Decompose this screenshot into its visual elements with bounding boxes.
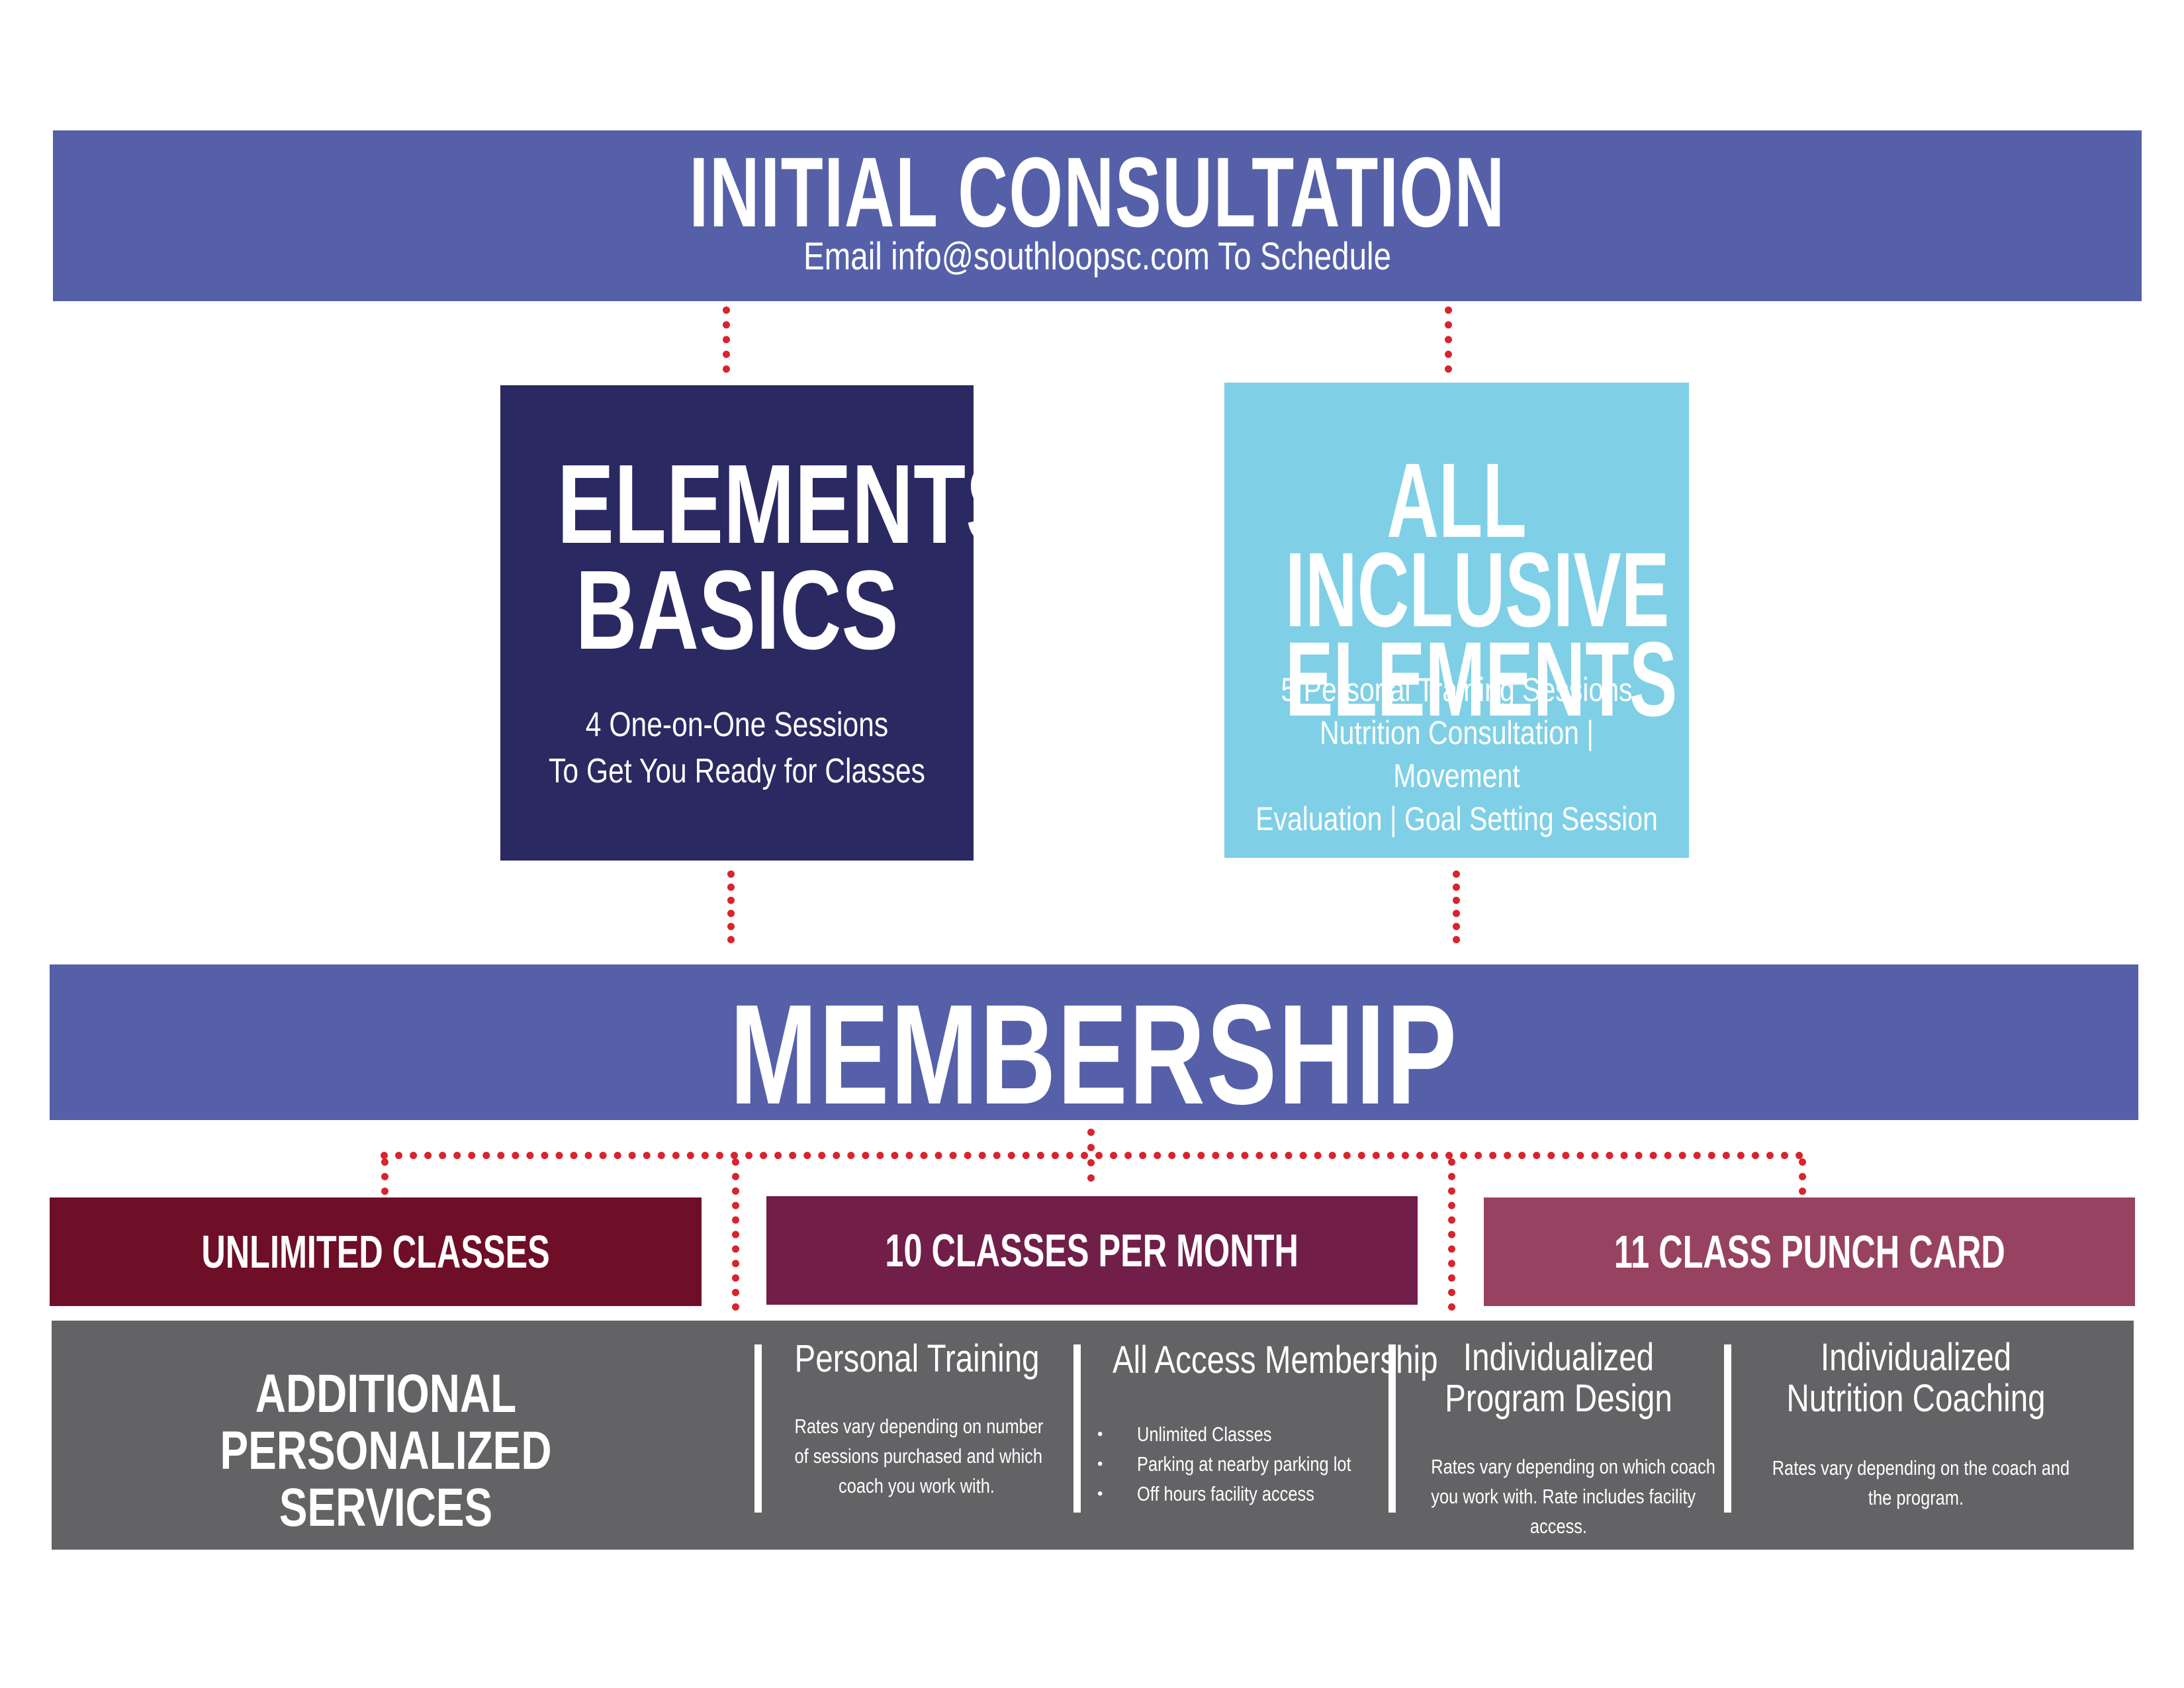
all-inclusive-box: ALL INCLUSIVE ELEMENTS 5 Personal Traini… [1224, 383, 1689, 858]
all-access-heading-text: All Access Membership [1112, 1338, 1438, 1382]
program-design-text-line: Rates vary depending on which coach [1431, 1455, 1715, 1478]
all-inclusive-title: ALL INCLUSIVE ELEMENTS [1285, 441, 1678, 738]
connector-dots [1799, 1158, 1806, 1195]
nutrition-coaching-heading: Individualized Nutrition Coaching [1741, 1337, 2091, 1419]
nutrition-coaching-heading-line: Nutrition Coaching [1786, 1377, 2046, 1420]
all-inclusive-title-line: ALL INCLUSIVE [1285, 441, 1670, 649]
list-item: Off hours facility access [1097, 1479, 1388, 1509]
program-design-heading-line: Individualized [1463, 1336, 1655, 1379]
nutrition-coaching-text-line: Rates vary depending on the coach and [1772, 1456, 2070, 1479]
membership-band: MEMBERSHIP [50, 964, 2138, 1125]
all-inclusive-desc-line: 5 Personal Training Sessions [1281, 671, 1633, 708]
personal-training-text: Rates vary depending on number of sessio… [768, 1411, 1066, 1501]
all-access-heading: All Access Membership [1085, 1338, 1438, 1382]
divider [754, 1344, 762, 1513]
all-inclusive-title-line: ELEMENTS [1285, 620, 1678, 738]
membership-title: MEMBERSHIP [729, 974, 1459, 1134]
personal-training-heading-text: Personal Training [794, 1337, 1040, 1380]
personal-training-text-line: coach you work with. [839, 1474, 995, 1497]
bullet-text: Unlimited Classes [1137, 1423, 1272, 1446]
option-unlimited-classes: UNLIMITED CLASSES [50, 1197, 702, 1306]
all-access-bullets: Unlimited Classes Parking at nearby park… [1097, 1419, 1388, 1509]
option-10-classes-per-month: 10 CLASSES PER MONTH [766, 1196, 1418, 1305]
personal-training-heading: Personal Training [768, 1338, 1066, 1380]
connector-dots [1448, 1158, 1455, 1311]
nutrition-coaching-heading-line: Individualized [1820, 1336, 2012, 1379]
elements-basics-description: 4 One-on-One Sessions To Get You Ready f… [543, 702, 931, 794]
list-item: Unlimited Classes [1097, 1419, 1388, 1449]
initial-consultation-band: INITIAL CONSULTATION Email info@southloo… [53, 130, 2142, 301]
personal-training-text-line: of sessions purchased and which [794, 1444, 1042, 1468]
nutrition-coaching-text-line: the program. [1868, 1486, 1964, 1509]
all-inclusive-desc-line: Nutrition Consultation | Movement [1319, 714, 1594, 794]
additional-services-title-line: ADDITIONAL PERSONALIZED [220, 1364, 552, 1481]
connector-dots [381, 1152, 1803, 1159]
divider [1073, 1344, 1081, 1513]
program-design-heading-line: Program Design [1445, 1377, 1672, 1420]
connector-dots [1453, 870, 1460, 943]
personal-training-text-line: Rates vary depending on number [794, 1415, 1044, 1438]
elements-basics-title: ELEMENTS BASICS [557, 442, 1023, 673]
elements-basics-title-line: BASICS [575, 547, 899, 673]
elements-basics-desc-line: To Get You Ready for Classes [549, 752, 925, 790]
initial-consultation-title: INITIAL CONSULTATION [689, 136, 1506, 248]
connector-dots [723, 306, 730, 373]
additional-services-title: ADDITIONAL PERSONALIZED SERVICES [78, 1366, 694, 1536]
connector-dots [1445, 306, 1452, 373]
option-11-class-punch-card: 11 CLASS PUNCH CARD [1484, 1197, 2135, 1306]
option-label: 11 CLASS PUNCH CARD [1614, 1226, 2005, 1278]
option-label: 10 CLASSES PER MONTH [885, 1225, 1299, 1276]
program-design-text-line: you work with. Rate includes facility [1431, 1485, 1696, 1508]
program-design-text-line: access. [1529, 1515, 1588, 1538]
all-inclusive-description: 5 Personal Training Sessions Nutrition C… [1255, 669, 1658, 841]
additional-services-band [52, 1321, 2134, 1550]
program-design-text: Rates vary depending on which coach you … [1403, 1452, 1715, 1541]
divider [1388, 1344, 1396, 1513]
elements-basics-title-line: ELEMENTS [557, 442, 1023, 567]
all-inclusive-desc-line: Evaluation | Goal Setting Session [1255, 800, 1658, 837]
elements-basics-desc-line: 4 One-on-One Sessions [585, 706, 889, 744]
nutrition-coaching-text: Rates vary depending on the coach and th… [1741, 1453, 2091, 1513]
option-label: UNLIMITED CLASSES [201, 1226, 550, 1278]
elements-basics-box: ELEMENTS BASICS 4 One-on-One Sessions To… [500, 385, 1023, 861]
connector-dots [727, 870, 735, 943]
list-item: Parking at nearby parking lot [1097, 1449, 1388, 1479]
divider [1724, 1344, 1731, 1513]
connector-dots [732, 1158, 739, 1311]
program-design-heading: Individualized Program Design [1403, 1337, 1714, 1419]
initial-consultation-subtitle: Email info@southloopsc.com To Schedule [803, 235, 1392, 278]
additional-services-title-line: SERVICES [279, 1477, 493, 1538]
bullet-text: Parking at nearby parking lot [1137, 1452, 1351, 1476]
connector-dots [381, 1158, 388, 1195]
bullet-text: Off hours facility access [1137, 1482, 1314, 1505]
